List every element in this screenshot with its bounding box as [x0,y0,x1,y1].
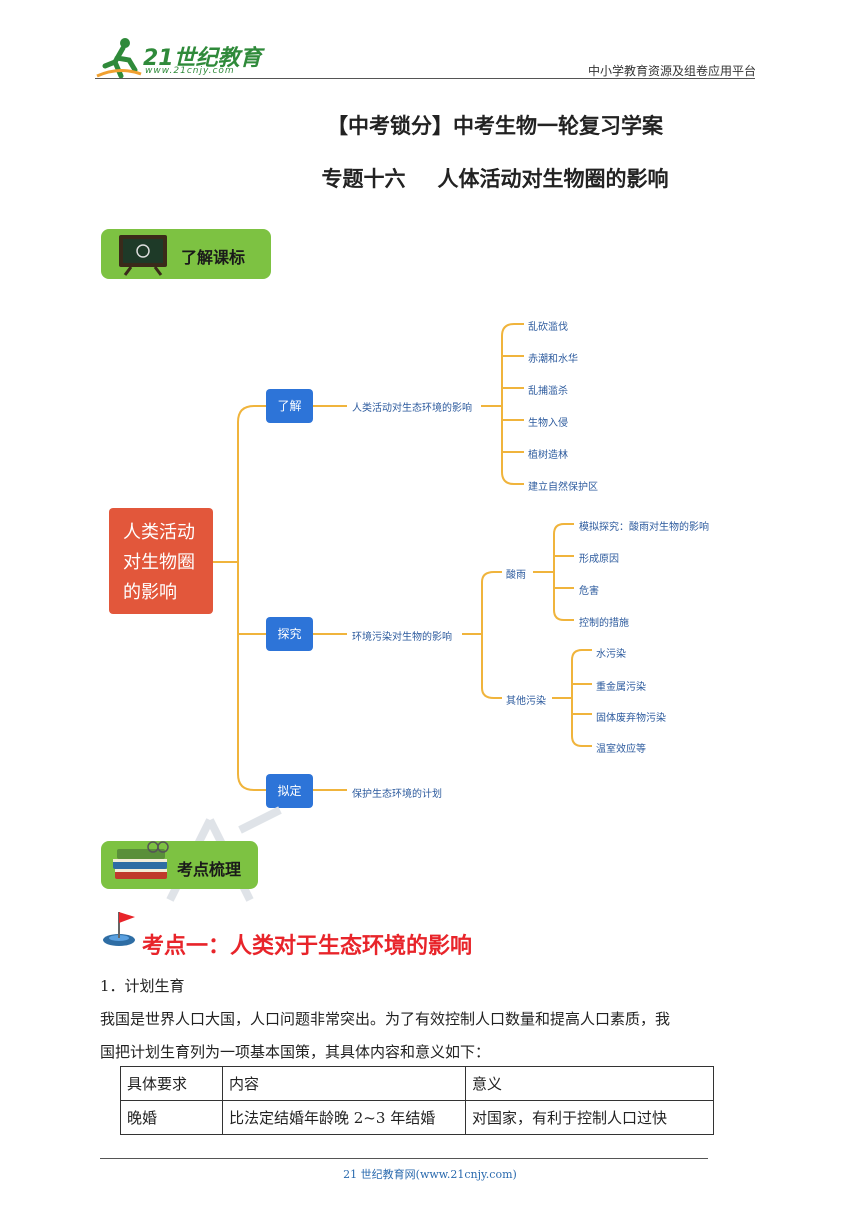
leaf-item: 水污染 [596,649,626,660]
branch-label-impact: 人类活动对生态环境的影响 [352,403,472,414]
leaf-item: 生物入侵 [528,418,568,429]
site-logo: 21世纪教育 www.21cnjy.com [95,36,265,80]
table-cell: 比法定结婚年龄晚 2~3 年结婚 [222,1100,466,1135]
node-draft: 拟定 [266,774,313,808]
node-understand: 了解 [266,389,313,423]
item-heading: 1．计划生育 [100,977,185,995]
leaf-item: 乱砍滥伐 [528,322,568,333]
leaf-item: 控制的措施 [579,618,629,629]
leaf-item: 温室效应等 [596,744,646,755]
brand-name: 21世纪教育 [143,46,262,71]
paragraph-line: 国把计划生育列为一项基本国策，其具体内容和意义如下： [100,1043,491,1061]
table-cell: 对国家，有利于控制人口过快 [465,1100,714,1135]
table-row: 晚婚 比法定结婚年龄晚 2~3 年结婚 对国家，有利于控制人口过快 [120,1100,714,1135]
leaf-item: 危害 [579,586,599,597]
footer-text: 21 世纪教育网(www.21cnjy.com) [343,1168,517,1181]
table-cell: 晚婚 [120,1100,223,1135]
sub-branch-acid-rain: 酸雨 [506,570,526,581]
table-header-cell: 意义 [465,1066,714,1101]
leaf-item: 植树造林 [528,450,568,461]
leaf-item: 重金属污染 [596,682,646,693]
branch-label-plan: 保护生态环境的计划 [352,789,442,800]
sub-branch-other-pollution: 其他污染 [506,696,546,707]
branch-label-pollution: 环境污染对生物的影响 [352,632,452,643]
leaf-item: 乱捕滥杀 [528,386,568,397]
mindmap-root: 人类活动对生物圈的影响 [109,508,213,614]
banner-points-label: 考点梳理 [177,860,242,879]
mindmap-connectors [213,323,592,791]
brand-url: www.21cnjy.com [145,66,235,76]
section-title: 考点一：人类对于生态环境的影响 [142,933,473,959]
table-header-cell: 内容 [222,1066,466,1101]
banner-curriculum: 了解课标 [101,229,271,279]
runner-logo-icon [96,38,142,79]
footer-divider [100,1158,708,1159]
leaf-item: 赤潮和水华 [528,354,578,365]
platform-name: 中小学教育资源及组卷应用平台 [587,64,756,78]
doc-title: 【中考锁分】中考生物一轮复习学案 [327,113,663,138]
paragraph-line: 我国是世界人口大国，人口问题非常突出。为了有效控制人口数量和提高人口素质，我 [100,1010,671,1028]
topic-name: 人体活动对生物圈的影响 [437,166,669,191]
table-header-row: 具体要求 内容 意义 [120,1066,714,1101]
leaf-item: 形成原因 [579,554,619,565]
doc-subtitle: 专题十六 人体活动对生物圈的影响 [0,163,860,193]
node-explore: 探究 [266,617,313,651]
banner-points: 考点梳理 [101,841,258,889]
policy-table: 具体要求 内容 意义 晚婚 比法定结婚年龄晚 2~3 年结婚 对国家，有利于控制… [120,1066,714,1135]
leaf-item: 模拟探究：酸雨对生物的影响 [579,522,709,533]
table-header-cell: 具体要求 [120,1066,223,1101]
flag-icon [103,912,135,946]
topic-number: 专题十六 [321,166,406,191]
books-icon [113,841,169,879]
blackboard-icon [119,235,167,276]
banner-curriculum-label: 了解课标 [181,248,246,267]
leaf-item: 建立自然保护区 [528,482,598,493]
header-divider [95,78,755,79]
leaf-item: 固体废弃物污染 [596,713,666,724]
